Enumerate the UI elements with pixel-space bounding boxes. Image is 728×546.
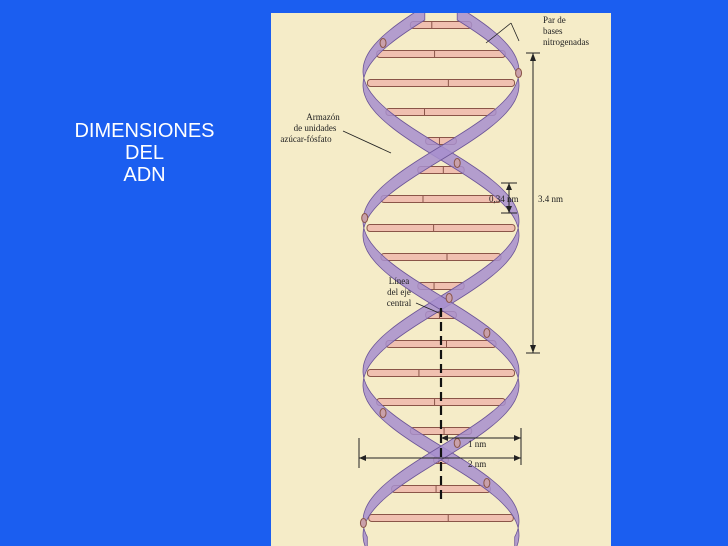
pitch-dimension bbox=[526, 52, 540, 354]
title-line-3: ADN bbox=[123, 164, 166, 186]
phosphate-node bbox=[445, 293, 453, 303]
phosphate-node bbox=[453, 438, 461, 448]
phosphate-node bbox=[379, 408, 387, 418]
slide-title: DIMENSIONES DEL ADN bbox=[52, 120, 237, 186]
backbone-label-2: de unidades bbox=[294, 123, 337, 133]
base-pair-rung bbox=[366, 79, 516, 87]
axis-leader bbox=[415, 302, 440, 314]
base-pair-rung bbox=[368, 514, 514, 522]
backbone-strand-b bbox=[362, 13, 520, 546]
base-pair-rung bbox=[385, 108, 497, 116]
sugar-phosphate-backbones bbox=[362, 13, 520, 546]
base-pair-rung bbox=[376, 50, 506, 58]
phosphate-node bbox=[361, 213, 369, 223]
title-line-1: DIMENSIONES bbox=[74, 120, 215, 142]
backbone-leader bbox=[342, 130, 392, 154]
base-pair-label-3: nitrogenadas bbox=[543, 37, 589, 47]
base-pair-label-2: bases bbox=[543, 26, 563, 36]
phosphate-nodes bbox=[359, 38, 523, 528]
phosphate-node bbox=[453, 158, 461, 168]
axis-label-1: Línea bbox=[389, 276, 410, 286]
base-pair-rung bbox=[366, 224, 516, 232]
phosphate-node bbox=[515, 68, 523, 78]
backbone-label-1: Armazón bbox=[306, 112, 340, 122]
radius-dimension bbox=[441, 428, 522, 465]
dna-diagram-panel: Par de bases nitrogenadas Armazón de uni… bbox=[271, 13, 611, 546]
rise-label: 0,34 nm bbox=[489, 194, 519, 204]
diameter-dimension bbox=[358, 438, 521, 468]
base-pair-leader bbox=[485, 22, 512, 44]
base-pair-rung bbox=[380, 253, 502, 261]
phosphate-node bbox=[379, 38, 387, 48]
base-pair-label-1: Par de bbox=[543, 15, 566, 25]
base-pair-rung bbox=[380, 195, 502, 203]
dna-helix-diagram: Par de bases nitrogenadas Armazón de uni… bbox=[280, 13, 589, 546]
backbone-strand-a bbox=[362, 13, 520, 546]
pitch-label: 3.4 nm bbox=[538, 194, 563, 204]
axis-label-3: central bbox=[387, 298, 412, 308]
backbone-label-3: azúcar-fósfato bbox=[280, 134, 332, 144]
phosphate-node bbox=[359, 518, 367, 528]
title-line-2: DEL bbox=[125, 142, 164, 164]
rise-dimension bbox=[501, 182, 517, 214]
phosphate-node bbox=[483, 328, 491, 338]
diameter-label: 2 nm bbox=[468, 459, 486, 469]
phosphate-node bbox=[483, 478, 491, 488]
axis-label-2: del eje bbox=[387, 287, 411, 297]
radius-label: 1 nm bbox=[468, 439, 486, 449]
